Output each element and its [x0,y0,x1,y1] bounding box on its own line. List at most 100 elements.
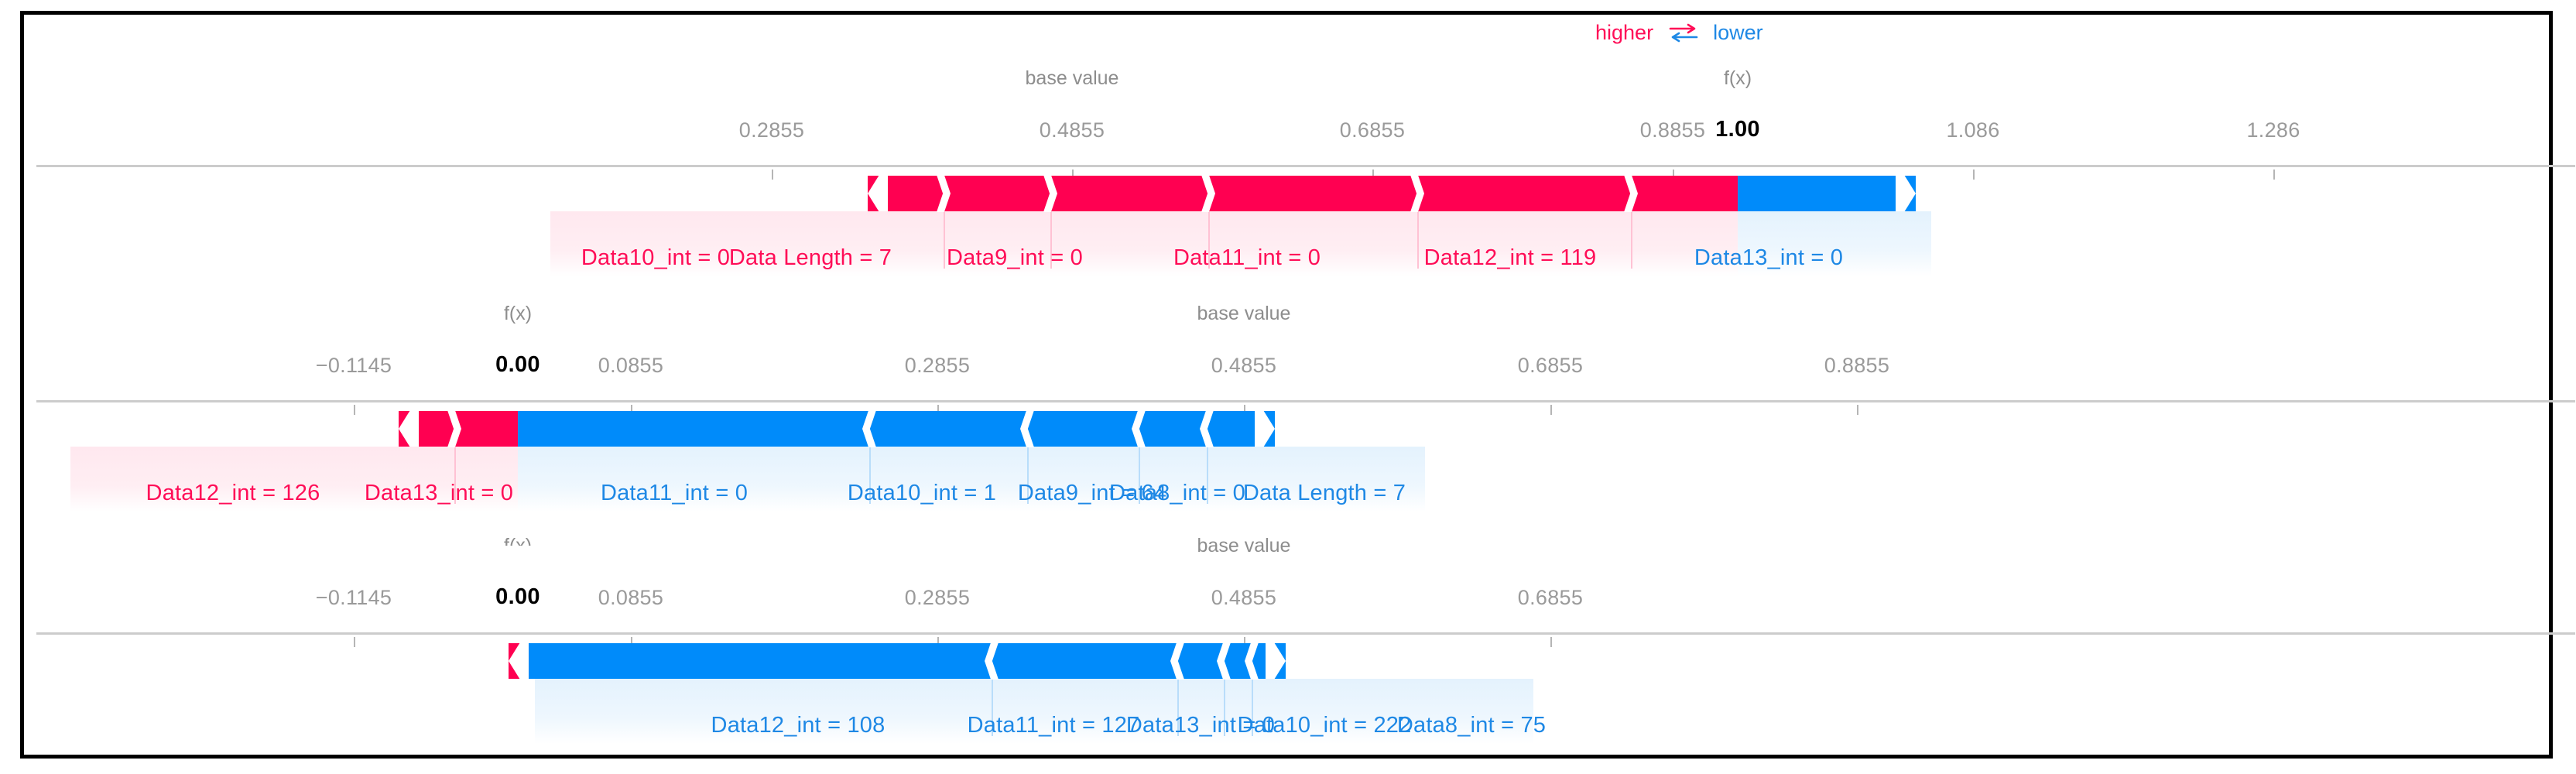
tray-separator [1050,211,1052,269]
tray-separator [1208,211,1210,269]
tray-fill-lower [518,447,1425,512]
tray-separator [1252,679,1253,736]
tray-separator [869,447,871,504]
axis-tick-mark [354,637,355,647]
feature-label: Data8_int = 0 [1109,481,1245,505]
tray-separator [1207,447,1208,504]
legend-higher-label: higher [1595,21,1654,44]
tray-fill-lower [535,679,1533,744]
tray-fill-higher [70,447,518,512]
fx-value-label: 1.00 [1715,117,1760,142]
axis-tick-label: 1.286 [2246,118,2300,142]
force-plot-stack: base value f(x) 0.2855 0.4855 0.6855 0.8855 1.… [24,15,2575,755]
axis-line [36,632,2575,635]
axis-tick-mark [1857,405,1858,415]
axis-tick-mark [1244,637,1245,647]
force-segment-lower [518,411,1275,447]
feature-label: Data12_int = 126 [146,481,320,505]
fx-value-label: 0.00 [495,584,540,609]
feature-label: Data13_int = 0 [364,481,514,505]
feature-label: Data Length = 7 [728,245,892,270]
feature-label: Data10_int = 1 [847,481,997,505]
feature-label-tray [535,679,1533,744]
axis-tick-mark [631,637,632,647]
tray-separator [1631,211,1632,269]
tray-fill-lower [1738,211,1931,276]
feature-label-tray [550,211,1931,276]
axis-tick-label: 0.0855 [598,586,664,609]
feature-label: Data12_int = 119 [1423,245,1597,270]
axis-tick-mark [631,405,632,415]
feature-label: Data Length = 7 [1242,481,1406,505]
axis-tick-mark [1550,637,1552,647]
axis-tick-label: 0.4855 [1211,354,1277,377]
feature-label: Data13_int = 0 [1125,713,1276,738]
feature-label: Data9_int = 0 [947,245,1083,270]
axis-tick-mark [1973,170,1975,180]
axis-tick-label: 0.6855 [1517,586,1584,609]
base-value-caption: base value [1025,67,1119,89]
force-segment-higher [868,176,1738,211]
legend-lower-label: lower [1713,21,1763,44]
axis-tick-label: 0.6855 [1339,118,1406,142]
axis-tick-label: −0.1145 [315,354,392,377]
axis-tick-mark [1673,170,1674,180]
axis-tick-label: 0.2855 [904,354,971,377]
feature-label: Data8_int = 75 [1396,713,1547,738]
force-segment-lower [527,643,1286,679]
feature-label: Data11_int = 0 [600,481,748,505]
axis-tick-mark [937,637,939,647]
feature-label: Data11_int = 0 [1173,245,1321,270]
force-band [868,175,1916,212]
legend: higher lower [1595,21,1763,45]
axis-tick-label: 0.4855 [1039,118,1105,142]
fx-caption: f(x) [1723,67,1752,89]
axis-tick-mark [1244,405,1245,415]
base-value-caption: base value [1197,535,1291,557]
axis-line [36,400,2575,402]
axis-tick-label: 0.6855 [1517,354,1584,377]
figure-frame: higher lower base value f(x) 0.2855 0.4855 0… [20,11,2575,759]
axis-tick-label: 0.0855 [598,354,664,377]
feature-label: Data12_int = 108 [711,713,886,738]
base-value-caption: base value [1197,303,1291,324]
tray-separator [454,447,456,504]
tray-separator [1177,679,1179,736]
tray-separator [944,211,945,269]
feature-label: Data10_int = 0 [581,245,731,270]
swap-arrows-icon [1669,23,1697,43]
axis-line [36,165,2575,167]
axis-tick-mark [772,170,773,180]
feature-label: Data13_int = 0 [1694,245,1844,270]
fx-caption: f(x) [503,303,533,324]
force-plot-2: base value f(x) −0.1145 0.0855 0.2855 0.4855 0… [24,264,2575,512]
axis-tick-label: 0.2855 [738,118,805,142]
force-band [509,642,1286,680]
tray-separator [1417,211,1419,269]
feature-label: Data11_int = 127 [967,713,1140,738]
feature-label-tray [70,447,1425,512]
axis-tick-mark [1072,170,1074,180]
axis-tick-mark [354,405,355,415]
axis-tick-mark [1372,170,1374,180]
axis-tick-label: −0.1145 [315,586,392,609]
axis-tick-label: 0.2855 [904,586,971,609]
axis-tick-mark [2273,170,2275,180]
axis-tick-label: 0.4855 [1211,586,1277,609]
fx-caption: f(x) [503,535,533,546]
feature-label: Data10_int = 222 [1237,713,1412,738]
force-segment-lower [1738,176,1916,211]
fx-value-label: 0.00 [495,352,540,377]
tray-separator [992,679,993,736]
tray-separator [1027,447,1029,504]
axis-tick-label: 1.086 [1946,118,2000,142]
axis-tick-mark [937,405,939,415]
force-plot-3: base value f(x) −0.1145 0.0855 0.2855 0.4855 0… [24,496,2575,744]
tray-fill-higher [550,211,1738,276]
force-band [399,410,1275,447]
force-plot-1: base value f(x) 0.2855 0.4855 0.6855 0.8855 1.… [24,29,2575,276]
tray-separator [1139,447,1140,504]
axis-tick-label: 0.8855 [1639,118,1706,142]
tray-separator [1224,679,1225,736]
axis-tick-label: 0.8855 [1824,354,1890,377]
